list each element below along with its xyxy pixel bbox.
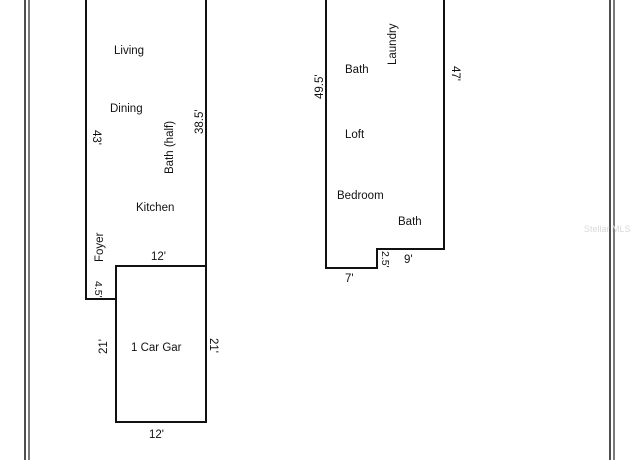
dimension-garage-width: 12': [149, 429, 164, 441]
second-floor-outline: [325, 0, 445, 269]
room-label-bath-half: Bath (half): [164, 121, 176, 174]
dimension-second-bottom-right: 9': [404, 254, 413, 266]
dimension-first-right-depth: 38.5': [194, 109, 206, 134]
watermark-text: Stellar MLS: [584, 224, 631, 234]
room-label-loft: Loft: [345, 129, 365, 141]
dimension-second-right-depth: 47': [449, 66, 461, 81]
dimension-garage-left: 21': [98, 339, 110, 354]
dimension-foyer-step: 4.5': [92, 281, 104, 298]
room-label-living: Living: [114, 45, 144, 57]
dimension-first-width-top: 12': [151, 251, 166, 263]
room-label-laundry: Laundry: [387, 23, 399, 65]
dimension-second-bottom-left: 7': [345, 273, 354, 285]
room-label-bedroom: Bedroom: [337, 190, 384, 202]
dimension-second-left-depth: 49.5': [314, 74, 326, 99]
dimension-second-notch: 2.5': [379, 251, 391, 268]
dimension-garage-right: 21': [207, 338, 219, 353]
room-label-bath-upper: Bath: [345, 64, 369, 76]
room-label-dining: Dining: [110, 103, 143, 115]
dimension-first-left-depth: 43': [90, 130, 102, 145]
garage-outline: [115, 265, 207, 423]
room-label-bath-lower: Bath: [398, 216, 422, 228]
room-label-kitchen: Kitchen: [136, 202, 174, 214]
room-label-garage: 1 Car Gar: [131, 342, 182, 354]
room-label-foyer: Foyer: [94, 232, 106, 262]
